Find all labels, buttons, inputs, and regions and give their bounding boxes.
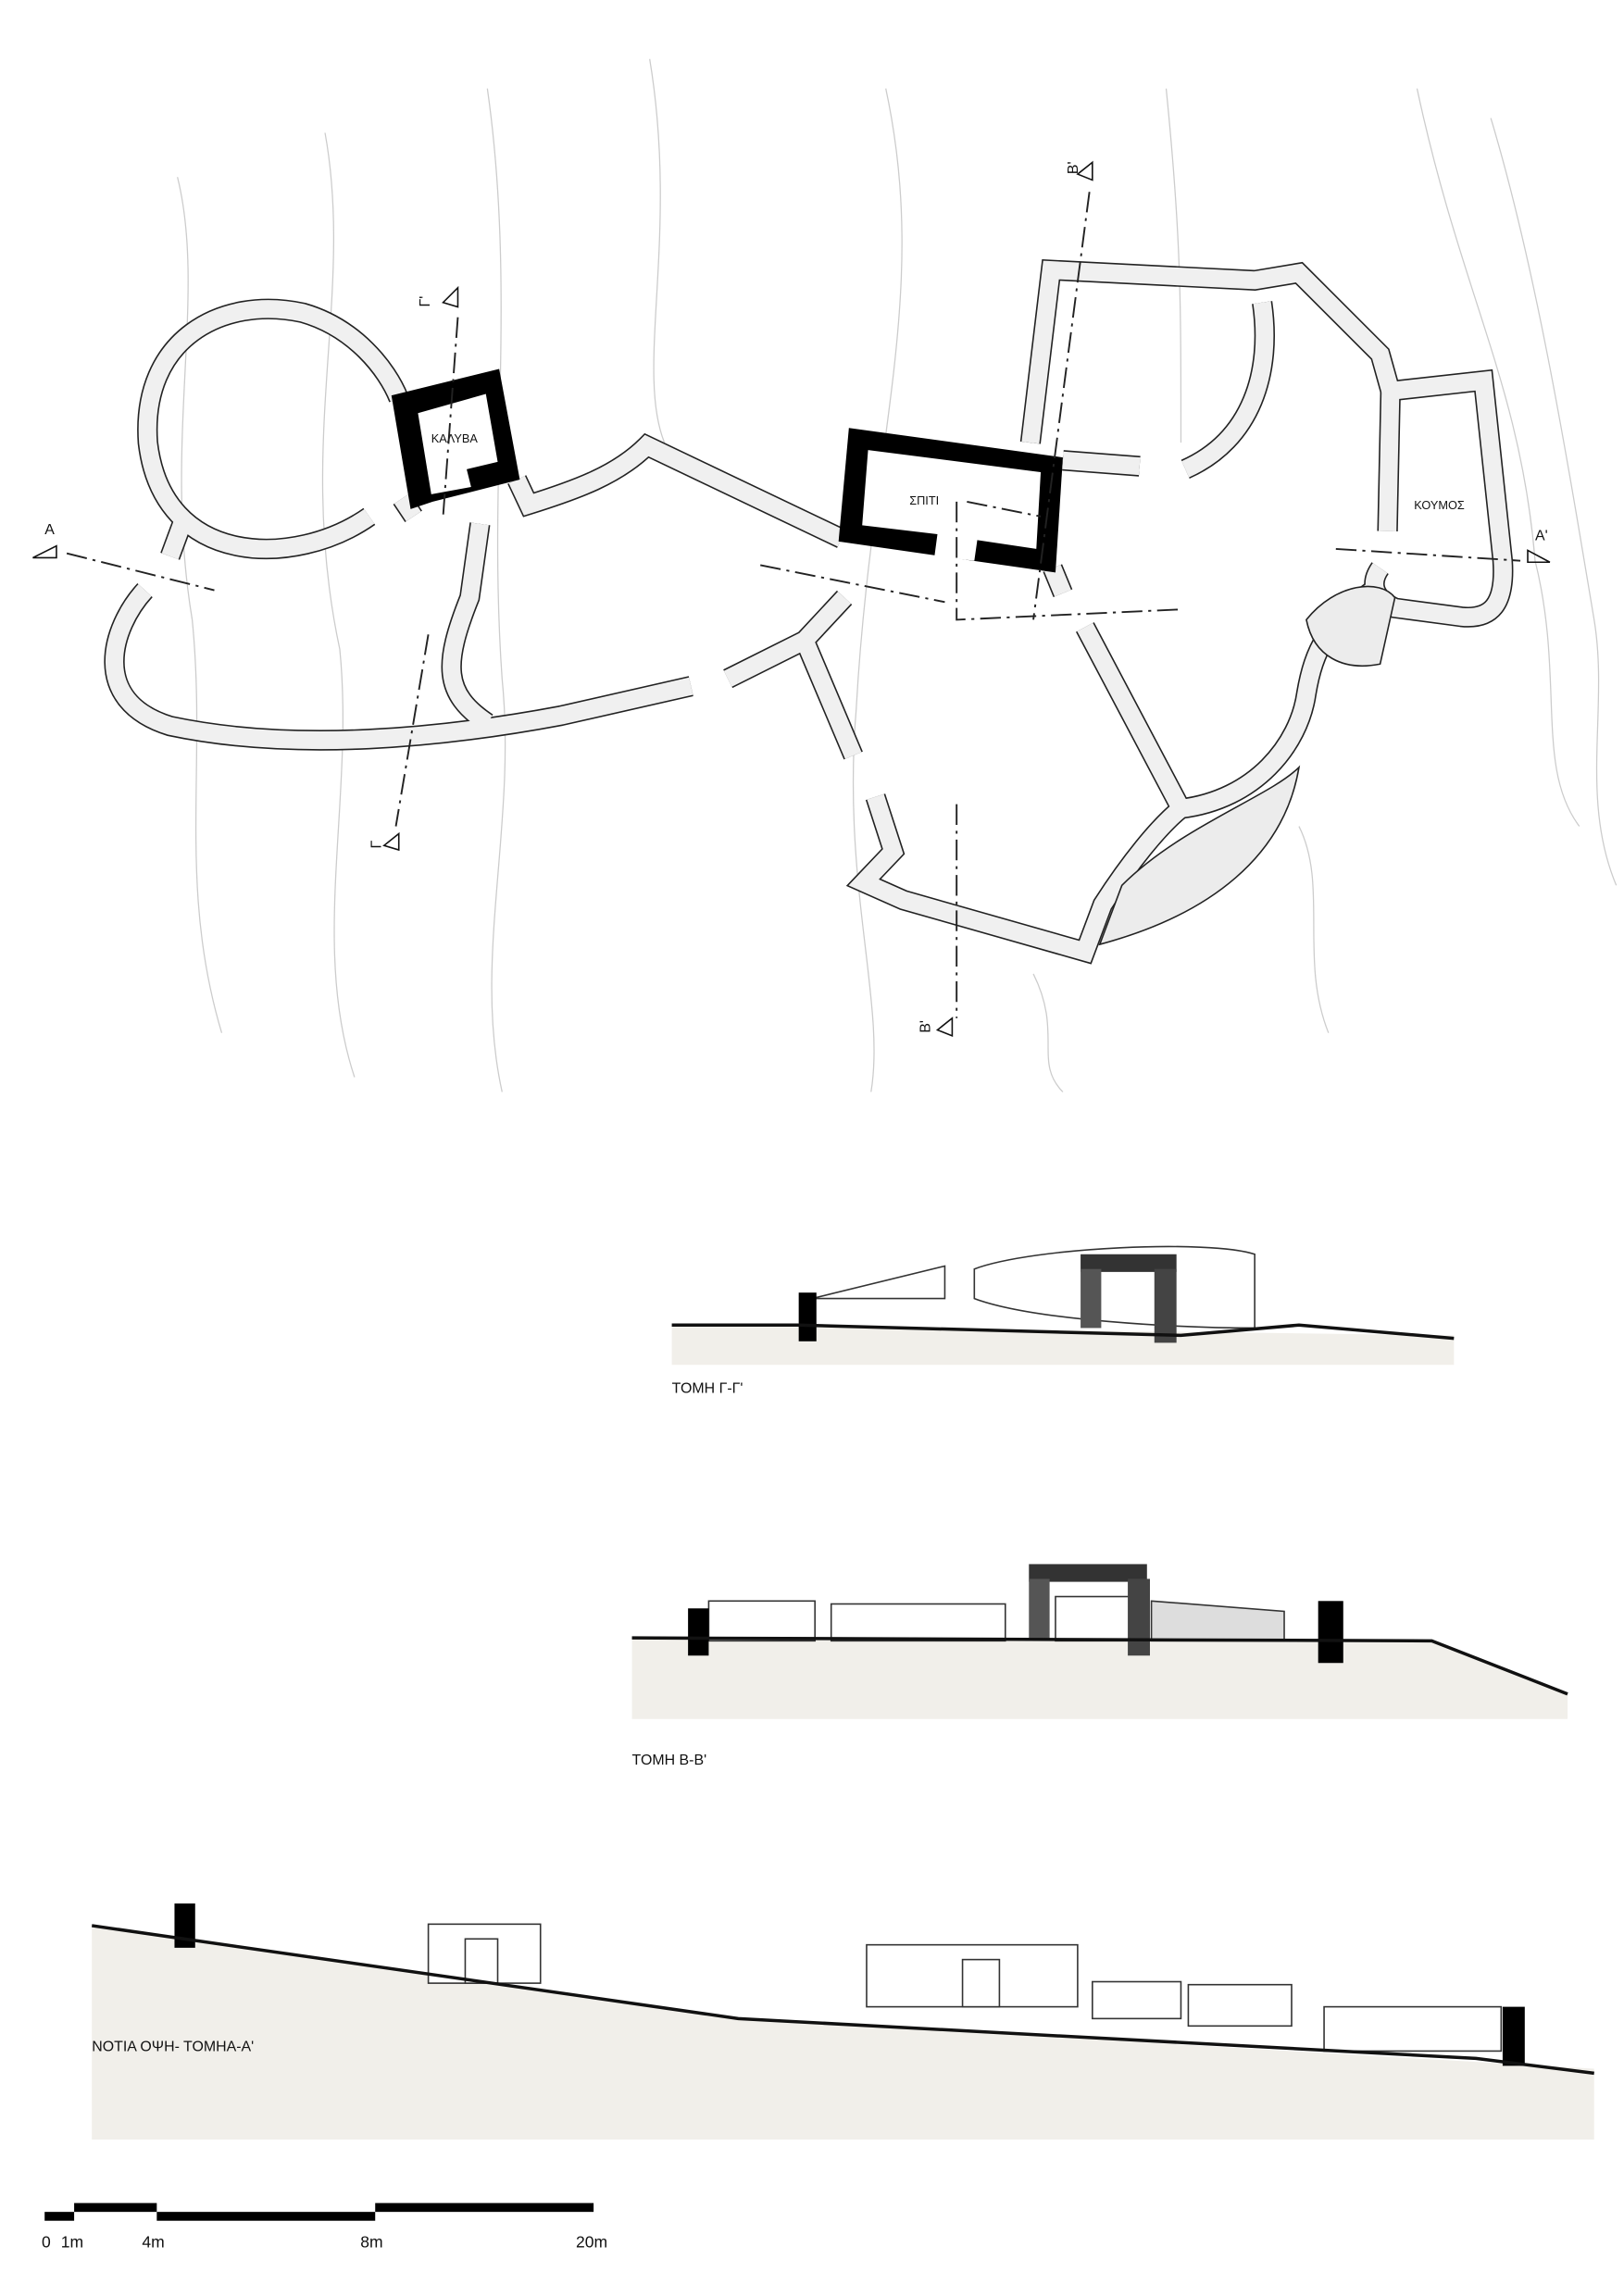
section-mark-g-top: Γ' xyxy=(418,296,433,307)
room-label-koumos: ΚΟΥΜΟΣ xyxy=(1414,498,1465,512)
scale-tick-8m: 8m xyxy=(360,2232,382,2251)
scale-tick-1m: 1m xyxy=(61,2232,83,2251)
section-lines: A A' B' B' Γ' Γ xyxy=(32,160,1551,1038)
scale-bar: 0 1m 4m 8m 20m xyxy=(42,2202,607,2251)
kalyva-building: ΚΑΛΥΒΑ xyxy=(391,368,520,509)
room-label-spiti: ΣΠΙΤΙ xyxy=(909,493,939,507)
section-title-g: ΤΟΜΗ Γ-Γ' xyxy=(672,1381,743,1397)
section-mark-g-bottom: Γ xyxy=(369,840,385,848)
section-title-a: ΝΟΤΙΑ ΟΨΗ- ΤΟΜΗΑ-Α' xyxy=(92,2039,254,2054)
spiti-building: ΣΠΙΤΙ xyxy=(838,428,1063,573)
section-mark-b-bottom: B' xyxy=(918,1020,934,1033)
scale-tick-4m: 4m xyxy=(142,2232,164,2251)
scale-tick-20m: 20m xyxy=(576,2232,607,2251)
room-label-kalyva: ΚΑΛΥΒΑ xyxy=(431,431,479,445)
stone-walls xyxy=(104,259,1514,965)
section-mark-a-prime: A' xyxy=(1535,528,1548,543)
section-g: ΤΟΜΗ Γ-Γ' xyxy=(671,1245,1455,1397)
section-b: ΤΟΜΗ Β-Β' xyxy=(631,1564,1568,1768)
section-title-b: ΤΟΜΗ Β-Β' xyxy=(632,1753,707,1768)
section-mark-b-top: B' xyxy=(1066,161,1081,174)
terrain-contours xyxy=(177,58,1618,1092)
section-a: ΝΟΤΙΑ ΟΨΗ- ΤΟΜΗΑ-Α' xyxy=(91,1903,1594,2140)
koumos-building: ΚΟΥΜΟΣ xyxy=(1399,413,1474,549)
section-mark-a: A xyxy=(44,522,55,538)
scale-tick-0: 0 xyxy=(42,2232,51,2251)
